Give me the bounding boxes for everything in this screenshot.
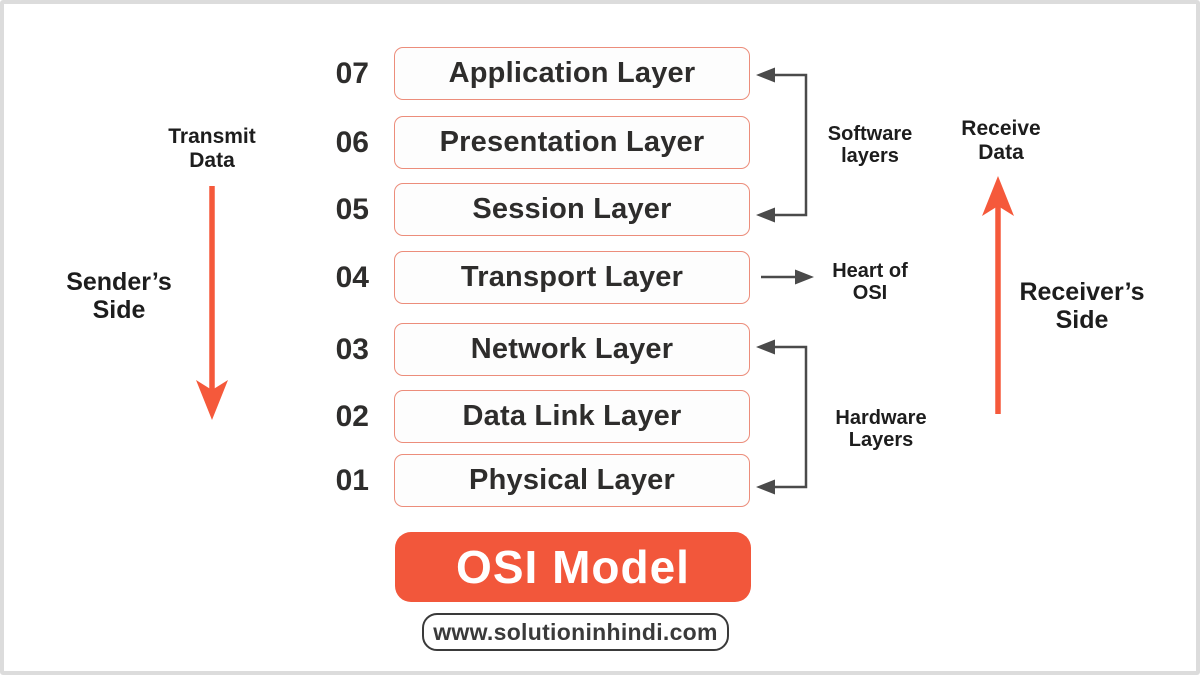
- layer-box-transport: Transport Layer: [394, 251, 750, 304]
- layer-row-datalink: 02 Data Link Layer: [4, 390, 1196, 443]
- osi-model-title-banner: OSI Model: [395, 532, 751, 602]
- layer-row-application: 07 Application Layer: [4, 47, 1196, 100]
- software-layers-label: Software layers: [827, 123, 913, 167]
- layer-row-network: 03 Network Layer: [4, 323, 1196, 376]
- layer-row-physical: 01 Physical Layer: [4, 454, 1196, 507]
- receivers-side-label: Receiver’s Side: [1019, 278, 1145, 334]
- layer-box-network: Network Layer: [394, 323, 750, 376]
- layer-row-transport: 04 Transport Layer: [4, 251, 1196, 304]
- layer-number: 03: [335, 333, 369, 366]
- layer-number: 07: [335, 57, 369, 90]
- layer-number: 04: [335, 261, 369, 294]
- layer-box-session: Session Layer: [394, 183, 750, 236]
- layer-box-presentation: Presentation Layer: [394, 116, 750, 169]
- layer-row-session: 05 Session Layer: [4, 183, 1196, 236]
- layer-box-physical: Physical Layer: [394, 454, 750, 507]
- layer-number: 02: [335, 400, 369, 433]
- heart-of-osi-label: Heart of OSI: [832, 260, 908, 304]
- senders-side-label: Sender’s Side: [66, 268, 172, 324]
- layer-number: 06: [335, 126, 369, 159]
- layer-number: 01: [335, 464, 369, 497]
- layer-box-application: Application Layer: [394, 47, 750, 100]
- layer-box-datalink: Data Link Layer: [394, 390, 750, 443]
- layer-number: 05: [335, 193, 369, 226]
- receive-data-label: Receive Data: [961, 117, 1041, 164]
- transmit-data-label: Transmit Data: [168, 125, 256, 172]
- hardware-layers-label: Hardware Layers: [835, 407, 927, 451]
- website-url-badge: www.solutioninhindi.com: [422, 613, 729, 651]
- layer-row-presentation: 06 Presentation Layer: [4, 116, 1196, 169]
